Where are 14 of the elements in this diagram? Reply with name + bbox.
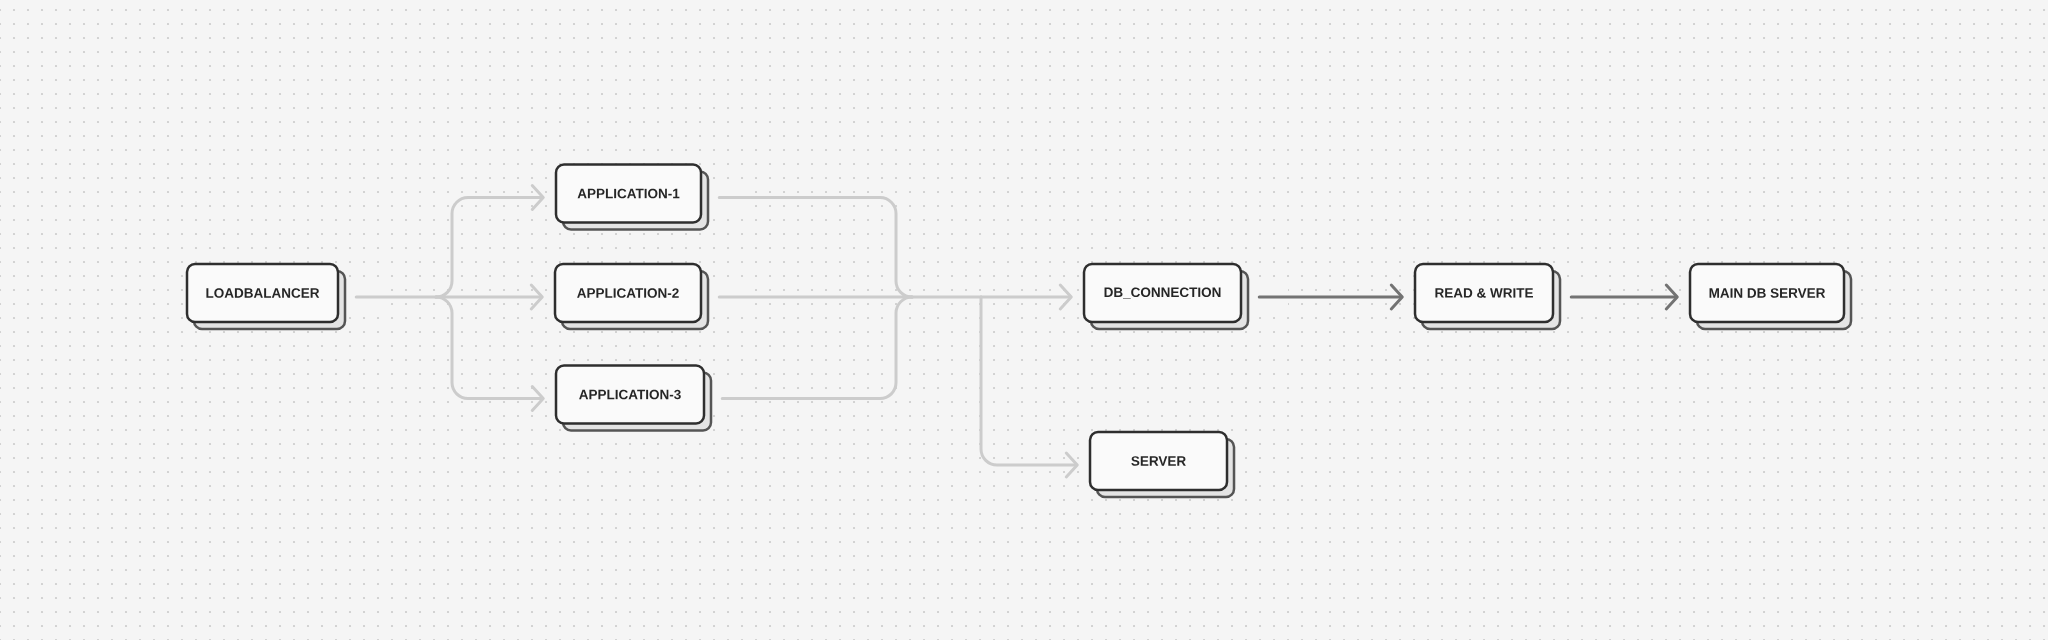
process-box: READ & WRITE: [1413, 262, 1562, 331]
process-box: APPLICATION-3: [554, 364, 713, 432]
process-box: DB_CONNECTION: [1082, 262, 1250, 331]
arrow: [1569, 283, 1679, 311]
process-box: APPLICATION-1: [554, 163, 710, 231]
process-box: LOADBALANCER: [185, 262, 347, 331]
arrow: [979, 295, 1079, 479]
arrow: [1257, 283, 1404, 311]
arrow: [979, 283, 1073, 311]
arrow: [434, 184, 545, 299]
arrow: [434, 295, 545, 412]
process-box: SERVER: [1088, 430, 1236, 499]
process-box: MAIN DB SERVER: [1688, 262, 1853, 331]
process-box: APPLICATION-2: [553, 262, 710, 331]
